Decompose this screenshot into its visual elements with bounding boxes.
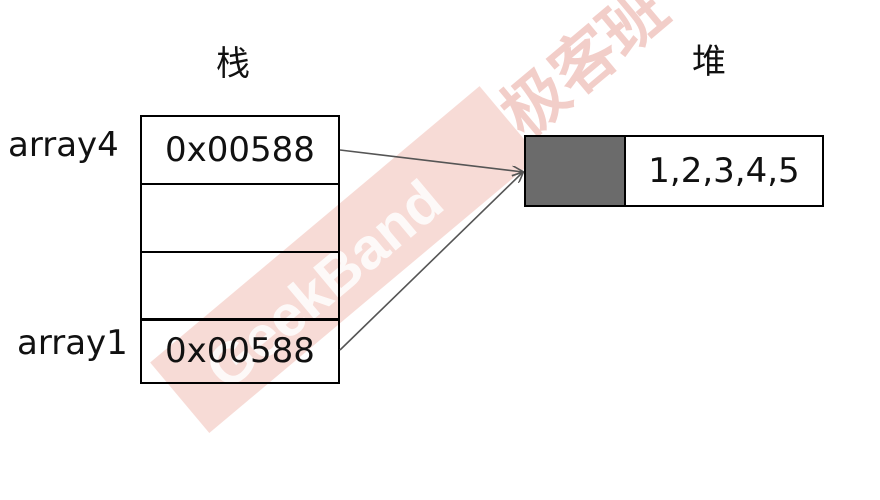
heap-title: 堆 <box>692 42 726 82</box>
heap-object-data: 1,2,3,4,5 <box>624 135 824 207</box>
stack-title: 栈 <box>216 44 250 84</box>
reference-arrow-array1 <box>339 172 523 351</box>
reference-arrow-array4 <box>339 149 523 172</box>
stack-slot-empty <box>140 251 340 321</box>
variable-label-array1: array1 <box>17 323 128 363</box>
stack-slot-array1: 0x00588 <box>140 318 340 384</box>
variable-label-array4: array4 <box>8 125 119 165</box>
heap-object-header <box>524 135 626 207</box>
